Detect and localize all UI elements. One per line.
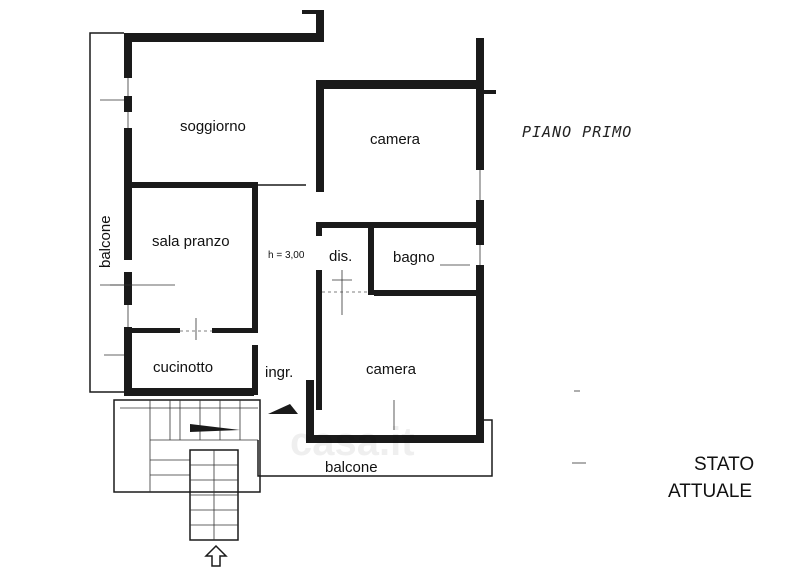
entrance-arrow-icon bbox=[204, 544, 228, 567]
staircase bbox=[113, 399, 261, 541]
floor-label: PIANO PRIMO bbox=[522, 123, 632, 141]
balcone-left-label: balcone bbox=[97, 215, 114, 268]
height-note: h = 3,00 bbox=[268, 250, 305, 261]
room-label-ingr: ingr. bbox=[265, 364, 293, 381]
watermark: casa.it bbox=[290, 420, 415, 464]
door-marks bbox=[104, 264, 470, 430]
entry-triangle-icon bbox=[268, 404, 298, 414]
room-label-soggiorno: soggiorno bbox=[180, 118, 246, 135]
room-label-camera-top: camera bbox=[370, 131, 421, 148]
room-label-camera-bottom: camera bbox=[366, 361, 417, 378]
room-label-dis: dis. bbox=[329, 248, 352, 265]
room-label-bagno: bagno bbox=[393, 249, 435, 266]
balcone-bottom-label: balcone bbox=[325, 459, 378, 476]
left-balcony bbox=[89, 32, 124, 393]
status-line-1: STATO bbox=[694, 454, 754, 475]
interior-walls bbox=[124, 182, 482, 410]
room-label-sala-pranzo: sala pranzo bbox=[152, 233, 230, 250]
exterior-walls bbox=[124, 10, 496, 443]
room-label-cucinotto: cucinotto bbox=[153, 359, 213, 376]
status-line-2: ATTUALE bbox=[668, 481, 752, 502]
bottom-balcony bbox=[257, 419, 493, 477]
